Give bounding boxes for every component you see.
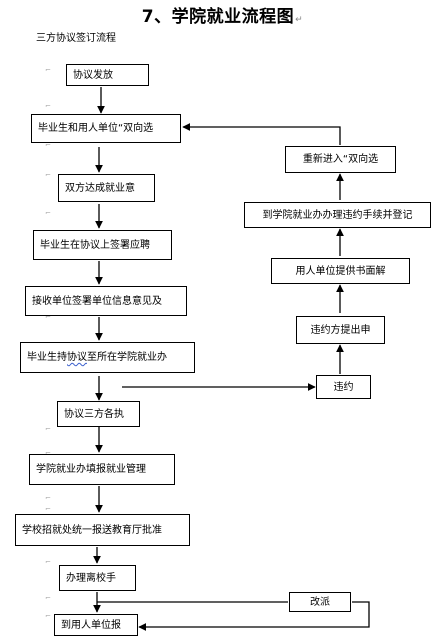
diagram-subtitle: 三方协议签订流程 bbox=[36, 33, 116, 44]
step-breach-application: 违约方提出申 bbox=[296, 316, 385, 344]
paragraph-mark-icon: ⌐ bbox=[45, 313, 51, 321]
step-employment-intent: 双方达成就业意 bbox=[58, 174, 155, 202]
step-breach: 违约 bbox=[316, 375, 371, 399]
paragraph-mark-icon: ⌐ bbox=[45, 505, 51, 513]
step-breach-registration: 到学院就业办办理违约手续并登记 bbox=[244, 202, 431, 228]
step-graduate-signs: 毕业生在协议上签署应聘 bbox=[33, 230, 172, 260]
step-reassignment: 改派 bbox=[289, 592, 351, 612]
step-issue-agreement: 协议发放 bbox=[66, 64, 149, 86]
step-written-explanation: 用人单位提供书面解 bbox=[271, 258, 410, 284]
page-title: 7、学院就业流程图↵ bbox=[141, 7, 304, 27]
paragraph-mark-icon: ⌐ bbox=[45, 141, 51, 149]
paragraph-mark-icon: ⌐ bbox=[45, 171, 51, 179]
paragraph-mark-icon: ⌐ bbox=[45, 594, 51, 602]
paragraph-mark-icon: ⌐ bbox=[45, 558, 51, 566]
step-employer-signs: 接收单位签署单位信息意见及 bbox=[25, 286, 187, 316]
paragraph-mark-icon: ⌐ bbox=[45, 494, 51, 502]
step-report-employment: 学院就业办填报就业管理 bbox=[29, 454, 175, 485]
step-reenter-selection: 重新进入“双向选 bbox=[285, 146, 396, 173]
step-submit-to-office: 毕业生持协议至所在学院就业办 bbox=[20, 342, 195, 373]
paragraph-mark-icon: ⌐ bbox=[45, 102, 51, 110]
step-three-copies: 协议三方各执 bbox=[57, 401, 140, 427]
paragraph-mark-icon: ⌐ bbox=[45, 612, 51, 620]
paragraph-mark-icon: ⌐ bbox=[45, 209, 51, 217]
paragraph-mark-icon: ↵ bbox=[295, 15, 304, 25]
step-two-way-selection: 毕业生和用人单位“双向选 bbox=[31, 114, 181, 143]
step-education-approval: 学校招就处统一报送教育厅批准 bbox=[15, 514, 190, 546]
step-leave-school: 办理离校手 bbox=[59, 565, 136, 591]
paragraph-mark-icon: ⌐ bbox=[45, 66, 51, 74]
step-report-to-employer: 到用人单位报 bbox=[54, 614, 138, 636]
paragraph-mark-icon: ⌐ bbox=[45, 425, 51, 433]
paragraph-mark-icon: ⌐ bbox=[45, 449, 51, 457]
